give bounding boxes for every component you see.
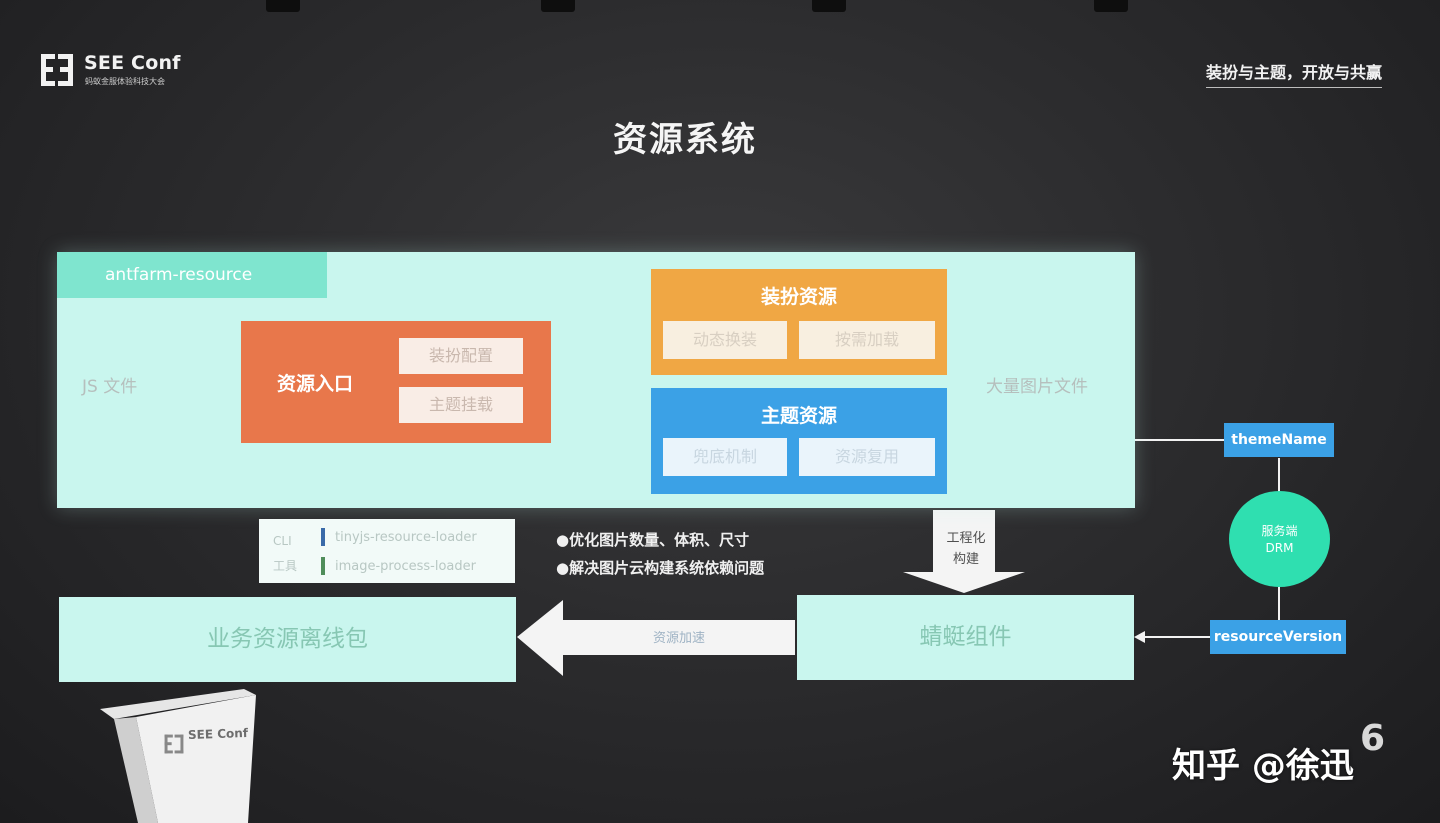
zhihu-watermark: 知乎 @徐迅: [1172, 746, 1354, 786]
dragonfly-component-box: 蜻蜓组件: [797, 595, 1134, 680]
chip-theme-mount: 主题挂载: [399, 387, 523, 423]
antfarm-resource-panel: antfarm-resource JS 文件 资源入口 装扮配置 主题挂载 装扮…: [57, 252, 1135, 508]
bullet-item: ●优化图片数量、体积、尺寸: [556, 531, 750, 549]
podium: [100, 689, 256, 823]
ceiling-light: [1094, 0, 1128, 12]
tool-item: tinyjs-resource-loader: [335, 530, 477, 545]
server-drm-circle: 服务端 DRM: [1229, 491, 1330, 587]
dressup-resource-box: 装扮资源 动态换装 按需加载: [651, 269, 947, 375]
talk-title: 装扮与主题，开放与共赢: [1205, 59, 1383, 88]
logo-text: SEE Conf: [84, 52, 181, 74]
resource-entry-title: 资源入口: [277, 373, 354, 395]
resource-entry-box: 资源入口 装扮配置 主题挂载: [241, 321, 551, 443]
podium-label: SEE Conf: [187, 725, 249, 743]
drm-circle-line: 服务端: [1261, 524, 1298, 538]
theme-name-tag: themeName: [1224, 423, 1334, 457]
resource-accel-label: 资源加速: [652, 631, 705, 646]
engineering-build-label: 工程化 构建: [937, 528, 995, 570]
dressup-resource-title: 装扮资源: [760, 286, 837, 308]
chip-dressup-config: 装扮配置: [399, 338, 523, 374]
slide-title: 资源系统: [613, 120, 757, 160]
panel-tag: antfarm-resource: [57, 252, 327, 298]
ceiling-light: [541, 0, 575, 12]
offline-package-box: 业务资源离线包: [59, 597, 516, 682]
theme-resource-box: 主题资源 兜底机制 资源复用: [651, 388, 947, 494]
tool-marker: [321, 528, 325, 546]
cli-tools-card: CLI 工具 tinyjs-resource-loader image-proc…: [259, 519, 515, 583]
engineering-label-line: 构建: [952, 552, 979, 567]
chip-on-demand-load: 按需加载: [799, 321, 935, 359]
chip-fallback: 兜底机制: [663, 438, 787, 476]
ceiling-light: [812, 0, 846, 12]
tool-marker: [321, 557, 325, 575]
podium-logo-icon: [164, 734, 184, 754]
chip-dynamic-dressup: 动态换装: [663, 321, 787, 359]
drm-circle-line: DRM: [1265, 541, 1294, 555]
big-image-files-label: 大量图片文件: [986, 377, 1088, 397]
theme-resource-title: 主题资源: [760, 405, 837, 427]
js-file-label: JS 文件: [82, 377, 138, 397]
chip-resource-reuse: 资源复用: [799, 438, 935, 476]
see-conf-logo-icon: [41, 54, 73, 86]
tool-item: image-process-loader: [335, 559, 476, 574]
resource-version-tag: resourceVersion: [1210, 620, 1346, 654]
tools-group-label-1: CLI: [273, 534, 292, 548]
page-number: 6: [1360, 718, 1386, 759]
bullet-item: ●解决图片云构建系统依赖问题: [556, 559, 765, 577]
engineering-label-line: 工程化: [946, 531, 986, 546]
ceiling-light: [266, 0, 300, 12]
tools-group-label-2: 工具: [273, 559, 298, 573]
logo-subtitle: 蚂蚁金服体验科技大会: [85, 77, 165, 86]
